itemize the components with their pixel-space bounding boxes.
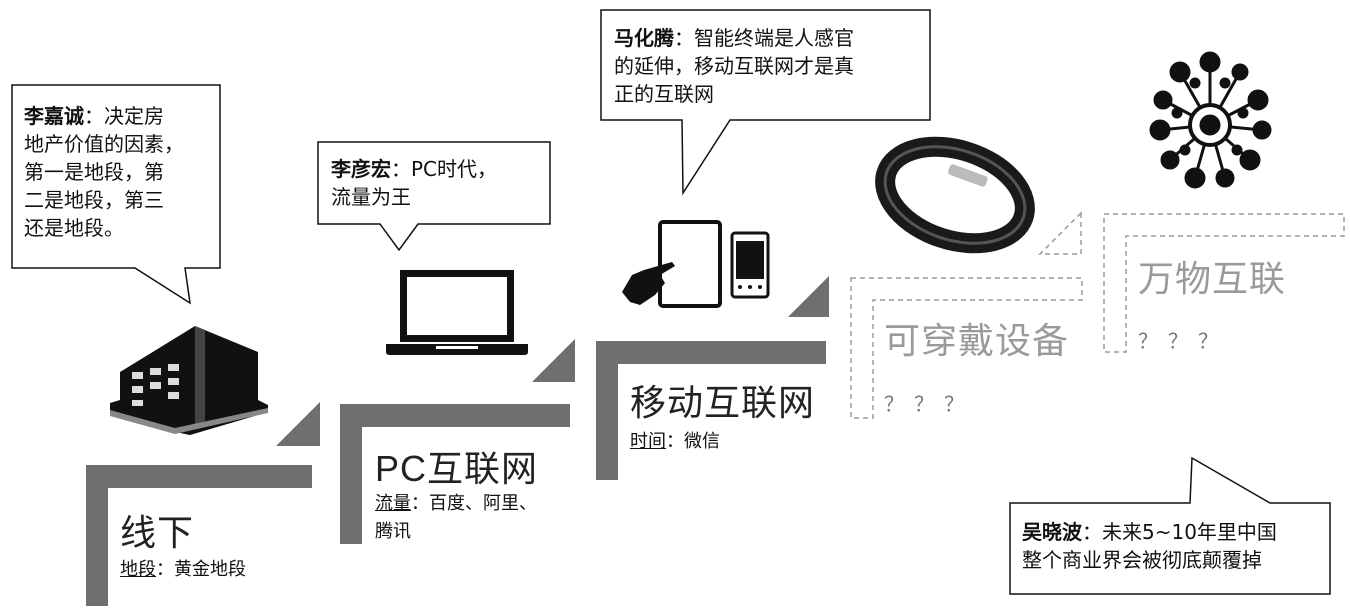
stage-separator: ：: [666, 431, 684, 452]
quote-li-jiacheng: 李嘉诚：决定房 地产价值的因素， 第一是地段，第 二是地段，第三 还是地段。: [24, 102, 214, 242]
step-wearable: [850, 277, 1083, 419]
quote-line: 二是地段，第三: [24, 188, 164, 212]
quote-li-yanhong: 李彦宏：PC时代， 流量为王: [331, 155, 546, 211]
arrow-offline: [276, 402, 320, 446]
quote-separator: ：: [391, 157, 411, 181]
quote-speaker: 李彦宏: [331, 157, 391, 181]
quote-ma-huateng: 马化腾：智能终端是人感官 的延伸，移动互联网才是真 正的互联网: [614, 24, 926, 108]
stage-detail-iot: ？？？: [1138, 329, 1228, 353]
network-icon: [1149, 51, 1272, 189]
arrow-pc: [532, 339, 575, 382]
stage-separator: ：: [411, 493, 429, 514]
quote-line: PC时代，: [411, 157, 498, 181]
quote-line: 第一是地段，第: [24, 160, 164, 184]
bubble-li-yanhong: [317, 141, 551, 252]
stage-value: 黄金地段: [174, 559, 246, 580]
stage-detail-mobile: 时间：微信: [630, 428, 720, 456]
quote-line: 地产价值的因素，: [24, 132, 184, 156]
stage-title-iot: 万物互联: [1138, 258, 1287, 299]
quote-line: 的延伸，移动互联网才是真: [614, 54, 854, 78]
bubble-li-jiacheng: [11, 84, 221, 305]
quote-line: 整个商业界会被彻底颠覆掉: [1022, 548, 1262, 572]
quote-line: 决定房: [104, 104, 164, 128]
wristband-icon: [875, 136, 1035, 254]
bubble-wu-xiaobo: [1009, 456, 1331, 595]
step-offline: [86, 465, 312, 606]
arrow-wearable: [1038, 211, 1082, 255]
bubble-ma-huateng: [600, 9, 931, 196]
quote-separator: ：: [84, 104, 104, 128]
stage-value: 百度、阿里、: [429, 493, 537, 514]
stage-key: 地段: [120, 559, 156, 580]
stage-separator: ：: [156, 559, 174, 580]
stage-value: 腾讯: [375, 521, 411, 542]
stage-key: 时间: [630, 431, 666, 452]
stage-detail-wearable: ？？？: [884, 392, 974, 416]
quote-speaker: 吴晓波: [1022, 520, 1082, 544]
quote-wu-xiaobo: 吴晓波：未来5~10年里中国 整个商业界会被彻底颠覆掉: [1022, 518, 1328, 574]
quote-line: 未来5~10年里中国: [1102, 520, 1277, 544]
laptop-icon: [386, 270, 528, 355]
arrow-mobile: [788, 276, 829, 317]
quote-separator: ：: [674, 26, 694, 50]
stage-detail-offline: 地段：黄金地段: [120, 556, 246, 584]
quote-line: 智能终端是人感官: [694, 26, 854, 50]
quote-separator: ：: [1082, 520, 1102, 544]
stage-detail-pc: 流量：百度、阿里、 腾讯: [375, 490, 575, 546]
quote-line: 正的互联网: [614, 82, 714, 106]
step-iot: [1103, 213, 1345, 353]
stage-title-pc: PC互联网: [375, 448, 539, 489]
step-mobile: [596, 341, 826, 480]
stage-title-wearable: 可穿戴设备: [884, 320, 1070, 361]
stage-value: 微信: [684, 431, 720, 452]
building-icon: [110, 326, 268, 435]
step-pc: [340, 404, 570, 544]
stage-title-offline: 线下: [120, 512, 195, 553]
quote-line: 还是地段。: [24, 216, 124, 240]
stage-title-mobile: 移动互联网: [630, 382, 816, 423]
quote-speaker: 李嘉诚: [24, 104, 84, 128]
stage-key: 流量: [375, 493, 411, 514]
quote-line: 流量为王: [331, 185, 411, 209]
quote-speaker: 马化腾: [614, 26, 674, 50]
mobile-devices-icon: [622, 220, 770, 308]
